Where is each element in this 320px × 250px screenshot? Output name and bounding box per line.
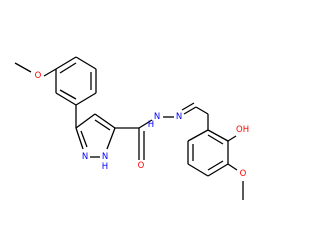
left-methoxyphenyl-group: O <box>14 56 97 128</box>
pyrazole-c3-n2-bond <box>75 127 84 150</box>
right-hydroxymethoxyphenyl-group <box>187 114 229 177</box>
right-ring-bond <box>187 163 209 177</box>
left-ring-bond <box>75 92 97 106</box>
amide-oxygen-label: O <box>138 161 145 171</box>
right-ring-bond <box>207 129 229 142</box>
left-ring-double-bond <box>59 89 77 100</box>
carbonyl-nh-bond <box>138 119 153 129</box>
pyrazole-ring-group: N N H <box>75 113 116 172</box>
hydrazone-n-label: N <box>176 112 182 122</box>
pyrazole-c5-c4-double-bond <box>94 119 111 131</box>
left-ring-bond <box>55 56 77 70</box>
hydroxy-group: OH <box>227 125 249 142</box>
methoxy-right-oxygen-label: O <box>240 169 247 179</box>
methoxy-left-aryl-bond <box>43 68 57 77</box>
aryl-hydroxy-bond <box>227 135 237 142</box>
pyrazole-nh-hydrogen-label: H <box>102 162 108 172</box>
methoxy-right-group: O <box>227 163 247 200</box>
methoxy-left-oxygen-label: O <box>35 71 42 81</box>
right-ring-bond <box>187 129 209 142</box>
left-ring-bond <box>75 56 97 70</box>
right-ring-double-bond <box>207 160 224 171</box>
left-ring-bond <box>55 92 77 106</box>
right-ring-double-bond <box>207 134 224 145</box>
pyrazole-n1-c5-bond <box>106 127 116 150</box>
methoxy-left-methyl-bond <box>14 62 32 73</box>
molecule-structure-diagram: O N N H O N H N <box>14 56 249 200</box>
hydroxy-label: OH <box>236 125 249 135</box>
imine-aryl-bond <box>195 106 209 115</box>
pyrazole-c5-c4-bond <box>94 113 116 129</box>
hydrazide-nh-hydrogen-label: H <box>148 120 154 130</box>
pyrazole-c3-n2-double-bond <box>80 130 88 148</box>
pyrazole-nh-label: N <box>102 152 108 162</box>
aryl-methoxy-bond <box>227 163 238 171</box>
right-ring-bond <box>207 163 229 177</box>
pyrazole-n-label: N <box>82 152 88 162</box>
hydrazide-nh-label: N <box>154 112 160 122</box>
left-ring-double-bond <box>59 62 77 74</box>
hydrazide-linker-group: O N H N <box>115 102 209 171</box>
imine-double-bond-inner <box>181 102 195 111</box>
pyrazole-c4-c3-bond <box>75 113 96 129</box>
imine-double-bond <box>183 106 197 115</box>
